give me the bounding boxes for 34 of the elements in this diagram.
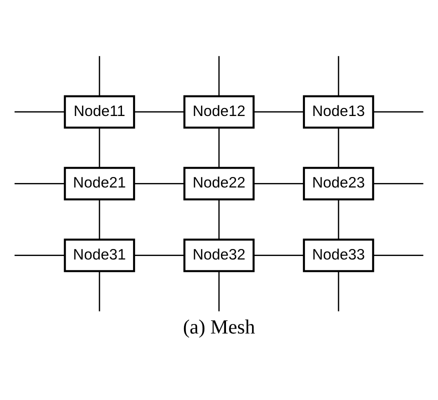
connector xyxy=(218,56,220,96)
node-box: Node32 xyxy=(183,238,255,272)
connector xyxy=(14,183,65,184)
connector xyxy=(373,183,424,184)
connector xyxy=(218,272,220,312)
node-box: Node23 xyxy=(302,166,374,200)
connector xyxy=(134,111,184,113)
connector xyxy=(14,111,65,113)
node-box: Node31 xyxy=(64,238,136,272)
connector xyxy=(98,56,100,96)
node-box: Node21 xyxy=(64,166,136,200)
connector xyxy=(254,183,304,184)
connector xyxy=(218,128,220,168)
connector xyxy=(134,183,184,184)
connector xyxy=(338,56,340,96)
connector xyxy=(338,200,340,240)
node-box: Node12 xyxy=(183,95,255,129)
connector xyxy=(98,128,100,168)
connector xyxy=(373,254,424,256)
connector xyxy=(338,128,340,168)
caption: (a) Mesh xyxy=(182,316,256,338)
node-box: Node11 xyxy=(64,95,136,129)
connector xyxy=(98,272,100,312)
connector xyxy=(14,254,65,256)
node-box: Node22 xyxy=(183,166,255,200)
connector xyxy=(218,200,220,240)
connector xyxy=(254,254,304,256)
connector xyxy=(338,272,340,312)
connector xyxy=(134,254,184,256)
connector xyxy=(98,200,100,240)
node-box: Node33 xyxy=(302,238,374,272)
node-box: Node13 xyxy=(302,95,374,129)
connector xyxy=(373,111,424,113)
connector xyxy=(254,111,304,113)
